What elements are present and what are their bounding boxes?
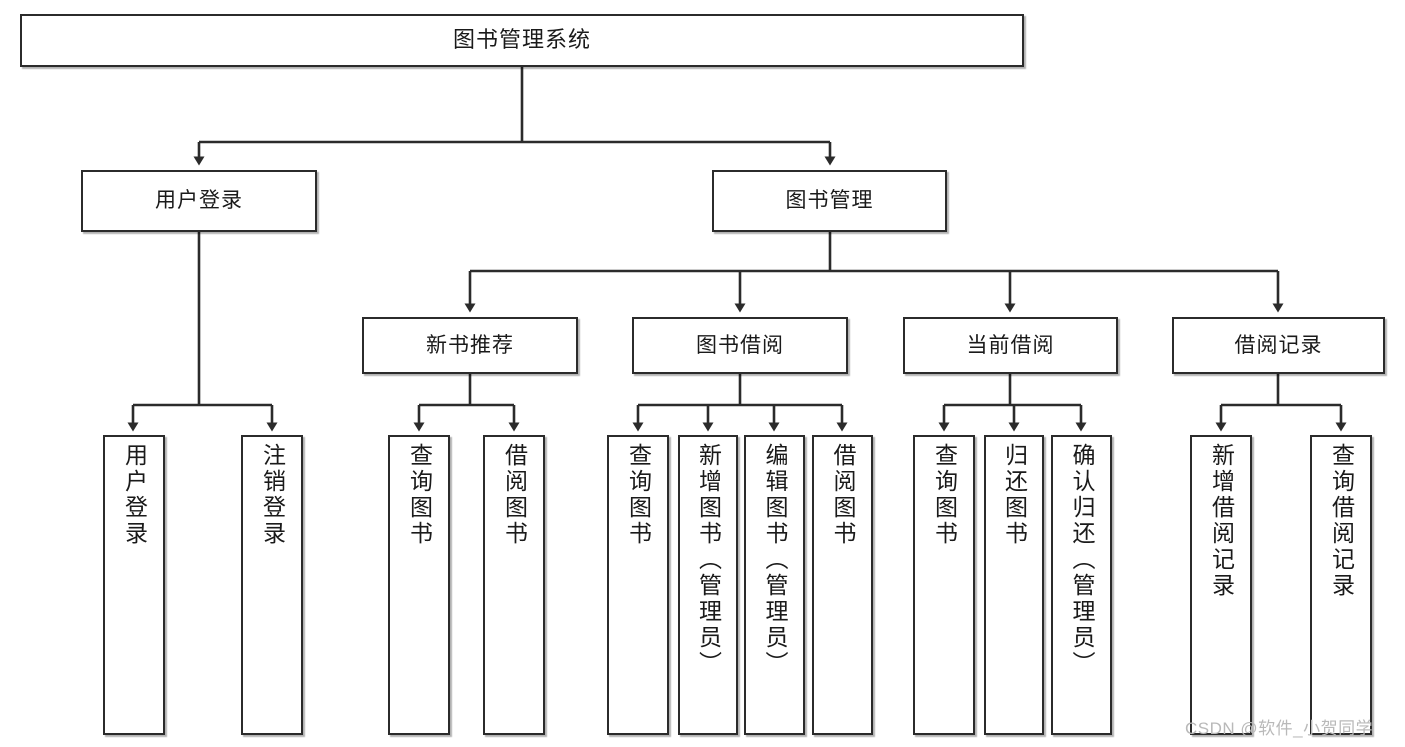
leaf-edit-book-label: 编辑图书（管理员） bbox=[762, 443, 788, 677]
leaf-edit-book[interactable]: 编辑图书（管理员） bbox=[744, 435, 805, 735]
leaf-query-book-3[interactable]: 查询图书 bbox=[913, 435, 975, 735]
node-new-book-rec-label: 新书推荐 bbox=[426, 333, 514, 357]
leaf-borrow-book-2[interactable]: 借阅图书 bbox=[812, 435, 873, 735]
leaf-add-record[interactable]: 新增借阅记录 bbox=[1190, 435, 1252, 735]
leaf-user-login[interactable]: 用户登录 bbox=[103, 435, 165, 735]
node-root-label: 图书管理系统 bbox=[452, 27, 591, 53]
leaf-query-book-1[interactable]: 查询图书 bbox=[388, 435, 450, 735]
leaf-add-book-label: 新增图书（管理员） bbox=[695, 443, 722, 677]
node-book-borrow[interactable]: 图书借阅 bbox=[632, 317, 848, 374]
leaf-logout[interactable]: 注销登录 bbox=[241, 435, 303, 735]
node-new-book-rec[interactable]: 新书推荐 bbox=[362, 317, 578, 374]
node-user-login[interactable]: 用户登录 bbox=[81, 170, 317, 232]
leaf-return-book[interactable]: 归还图书 bbox=[984, 435, 1044, 735]
node-current-borrow[interactable]: 当前借阅 bbox=[903, 317, 1118, 374]
node-user-login-label: 用户登录 bbox=[155, 189, 243, 213]
leaf-add-record-label: 新增借阅记录 bbox=[1208, 443, 1235, 599]
leaf-query-record[interactable]: 查询借阅记录 bbox=[1310, 435, 1372, 735]
node-book-borrow-label: 图书借阅 bbox=[696, 333, 784, 357]
leaf-query-book-3-label: 查询图书 bbox=[931, 443, 958, 547]
node-borrow-record[interactable]: 借阅记录 bbox=[1172, 317, 1385, 374]
leaf-borrow-book-1-label: 借阅图书 bbox=[501, 443, 528, 547]
watermark-text: CSDN @软件_小贺同学 bbox=[1185, 719, 1374, 738]
leaf-add-book[interactable]: 新增图书（管理员） bbox=[678, 435, 738, 735]
node-current-borrow-label: 当前借阅 bbox=[966, 333, 1055, 357]
node-book-manage[interactable]: 图书管理 bbox=[712, 170, 947, 232]
node-root[interactable]: 图书管理系统 bbox=[20, 14, 1024, 67]
leaf-query-book-2-label: 查询图书 bbox=[625, 443, 652, 547]
leaf-query-book-1-label: 查询图书 bbox=[406, 443, 433, 547]
leaf-query-book-2[interactable]: 查询图书 bbox=[607, 435, 669, 735]
leaf-borrow-book-1[interactable]: 借阅图书 bbox=[483, 435, 545, 735]
node-borrow-record-label: 借阅记录 bbox=[1234, 333, 1323, 357]
leaf-confirm-return-label: 确认归还（管理员） bbox=[1069, 443, 1095, 677]
leaf-logout-label: 注销登录 bbox=[259, 443, 286, 547]
leaf-borrow-book-2-label: 借阅图书 bbox=[830, 443, 856, 547]
node-book-manage-label: 图书管理 bbox=[785, 189, 874, 213]
leaf-user-login-label: 用户登录 bbox=[121, 443, 148, 547]
leaf-confirm-return[interactable]: 确认归还（管理员） bbox=[1051, 435, 1112, 735]
leaf-return-book-label: 归还图书 bbox=[1001, 443, 1028, 547]
leaf-query-record-label: 查询借阅记录 bbox=[1328, 443, 1355, 599]
